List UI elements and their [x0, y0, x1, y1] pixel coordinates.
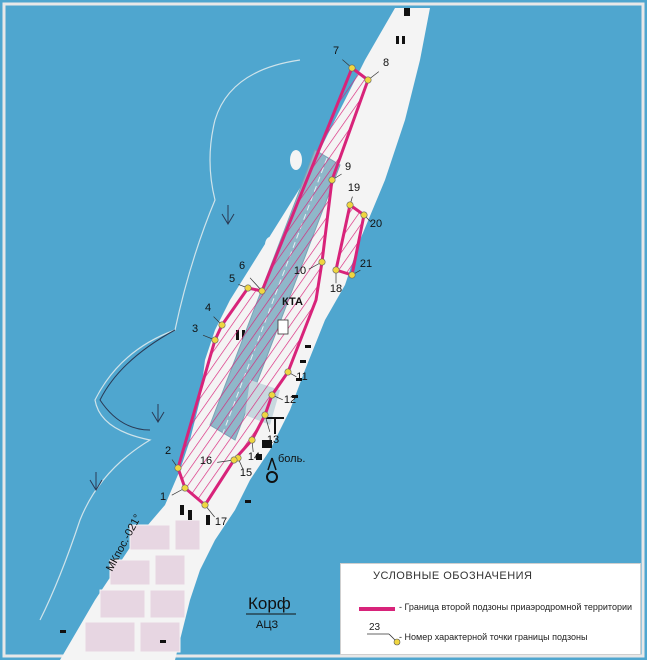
boundary-point-label-14: 14	[248, 451, 260, 463]
boundary-point-label-21: 21	[360, 258, 372, 270]
boundary-point-label-8: 8	[383, 57, 389, 69]
boundary-point-13	[261, 411, 269, 419]
boundary-point-6	[258, 287, 266, 295]
boundary-point-18	[332, 266, 340, 274]
current-arrows	[89, 205, 235, 491]
legend-zone-text: - Граница второй подзоны приаэродромной …	[399, 602, 633, 612]
legend-zone-row: - Граница второй подзоны приаэродромной …	[355, 602, 639, 616]
boundary-point-label-3: 3	[192, 323, 198, 335]
island	[290, 150, 302, 170]
building-13	[262, 440, 272, 448]
boundary-point-17	[201, 501, 209, 509]
legend-title: УСЛОВНЫЕ ОБОЗНАЧЕНИЯ	[373, 570, 533, 582]
boundary-point-label-19: 19	[348, 182, 360, 194]
boundary-point-label-17: 17	[215, 516, 227, 528]
lagoon-line-2	[99, 329, 176, 431]
boundary-point-label-18: 18	[330, 283, 342, 295]
boundary-point-label-15: 15	[240, 467, 252, 479]
boundary-point-5	[244, 284, 252, 292]
radio-beacon	[266, 471, 278, 483]
boundary-point-4	[218, 321, 226, 329]
terminal-label: КТА	[282, 296, 303, 308]
boundary-point-label-7: 7	[333, 45, 339, 57]
boundary-point-label-5: 5	[229, 273, 235, 285]
boundary-point-label-20: 20	[370, 218, 382, 230]
lagoon-outline	[39, 59, 301, 621]
boundary-point-8	[364, 76, 372, 84]
boundary-point-21	[348, 271, 356, 279]
boundary-point-9	[328, 176, 336, 184]
boundary-point-label-6: 6	[239, 260, 245, 272]
boundary-point-3	[211, 336, 219, 344]
boundary-point-1	[181, 484, 189, 492]
ils-symbol	[266, 417, 284, 434]
building-label: боль.	[278, 453, 305, 465]
legend-zone-swatch	[359, 607, 395, 611]
boundary-point-label-11: 11	[296, 371, 307, 383]
town-name: Корф	[248, 594, 291, 613]
boundary-point-label-4: 4	[205, 302, 211, 314]
town-sub: АЦЗ	[256, 619, 278, 631]
boundary-point-19	[346, 201, 354, 209]
boundary-point-11	[284, 368, 292, 376]
boundary-point-label-10: 10	[294, 265, 306, 277]
island	[265, 237, 275, 253]
town-blocks	[84, 519, 201, 653]
legend-point-symbol	[367, 633, 401, 646]
boundary-point-12	[268, 391, 276, 399]
legend-point-text: - Номер характерной точки границы подзон…	[399, 632, 588, 642]
legend-point-row: 23 - Номер характерной точки границы под…	[355, 622, 639, 646]
boundary-point-label-12: 12	[284, 394, 296, 406]
terminal-building	[277, 319, 289, 335]
building-14	[256, 454, 262, 460]
boundary-point-label-1: 1	[160, 491, 166, 503]
boundary-point-7	[348, 64, 356, 72]
boundary-point-14	[248, 436, 256, 444]
boundary-point-label-13: 13	[267, 434, 279, 446]
legend-point-number: 23	[369, 622, 381, 633]
boundary-point-20	[360, 211, 368, 219]
boundary-point-label-9: 9	[345, 161, 351, 173]
legend: УСЛОВНЫЕ ОБОЗНАЧЕНИЯ - Граница второй по…	[340, 563, 641, 655]
boundary-point-10	[318, 258, 326, 266]
boundary-point-label-16: 16	[200, 455, 212, 467]
boundary-point-label-2: 2	[165, 445, 171, 457]
boundary-point-2	[174, 464, 182, 472]
boundary-point-16	[230, 456, 238, 464]
